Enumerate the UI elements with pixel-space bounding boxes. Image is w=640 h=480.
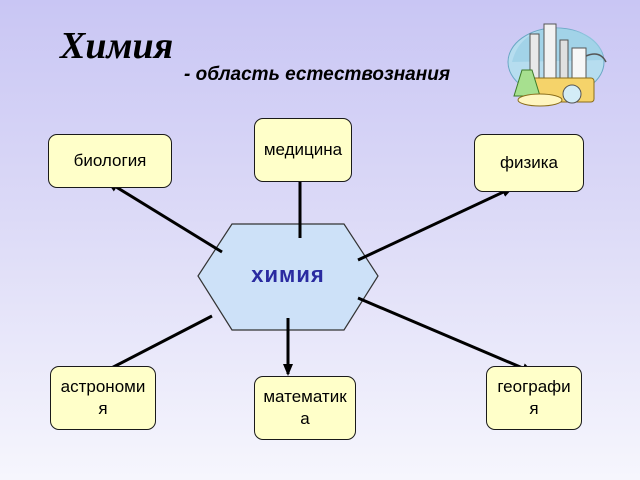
center-hexagon — [197, 223, 379, 331]
node-math: математика — [254, 376, 356, 440]
arrow-to-physics — [357, 186, 514, 262]
node-physics: физика — [474, 134, 584, 192]
node-biology: биология — [48, 134, 172, 188]
page-title: Химия — [60, 25, 174, 67]
arrow-to-biology — [106, 180, 223, 254]
chemistry-lab-flasks-icon — [507, 23, 607, 107]
center-label: химия — [251, 262, 325, 287]
page-subtitle: - область естествознания — [184, 64, 451, 85]
node-medicine: медицина — [254, 118, 352, 182]
arrow-to-geography — [357, 296, 534, 374]
node-geography: география — [486, 366, 582, 430]
node-astronomy: астрономия — [50, 366, 156, 430]
